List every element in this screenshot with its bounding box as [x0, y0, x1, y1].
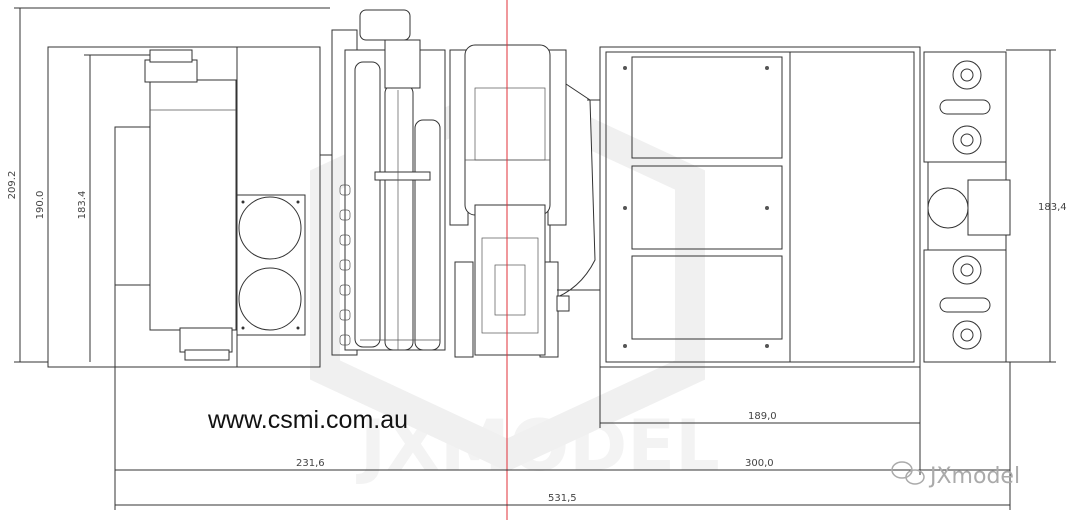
dim-right-length: 300,0 [745, 458, 774, 469]
wechat-icon [891, 461, 925, 485]
watermark-text: JXmodel [928, 464, 1020, 489]
website-caption: www.csmi.com.au [208, 406, 409, 434]
dimension-lines [14, 7, 1056, 510]
fan-circle-top [238, 196, 302, 260]
dim-left-inner-height: 183.4 [77, 191, 88, 220]
right-module [599, 46, 921, 368]
dim-left-length: 231,6 [296, 458, 325, 469]
dim-right-height: 183,4 [1038, 202, 1067, 213]
dim-left-box-height: 190.0 [35, 191, 46, 220]
dim-total-length: 531,5 [548, 493, 577, 504]
wheel-module [923, 51, 1011, 363]
track-assembly [449, 44, 600, 358]
dim-right-box-width: 189,0 [748, 411, 777, 422]
fan-circle-bottom [238, 267, 302, 331]
dim-left-overall-height: 209.2 [7, 171, 18, 200]
left-module [47, 46, 321, 368]
arm-mechanism [320, 9, 446, 356]
